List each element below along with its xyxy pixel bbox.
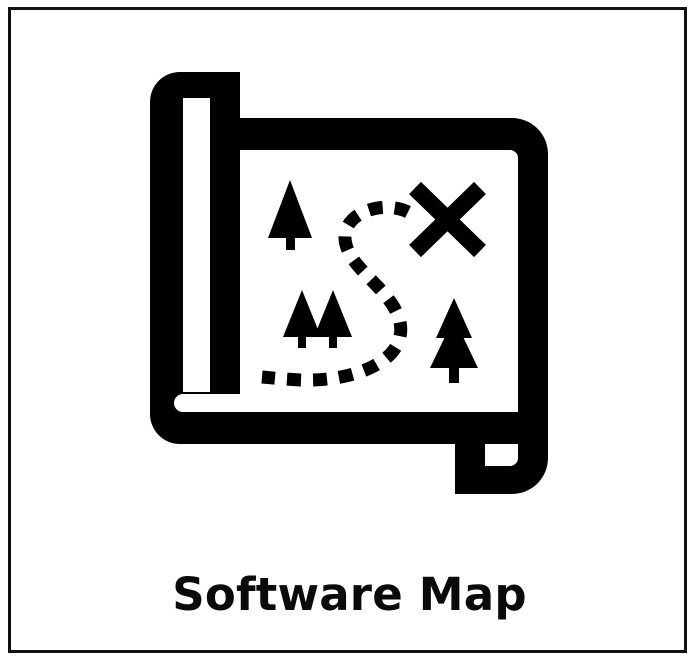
tree-icon (268, 180, 312, 250)
dotted-trail (261, 200, 411, 387)
trees-pair-icon (283, 290, 352, 348)
tall-tree-icon (430, 298, 478, 383)
map-outline (150, 72, 548, 494)
caption-title: Software Map (172, 568, 527, 621)
x-mark-icon (409, 181, 486, 258)
